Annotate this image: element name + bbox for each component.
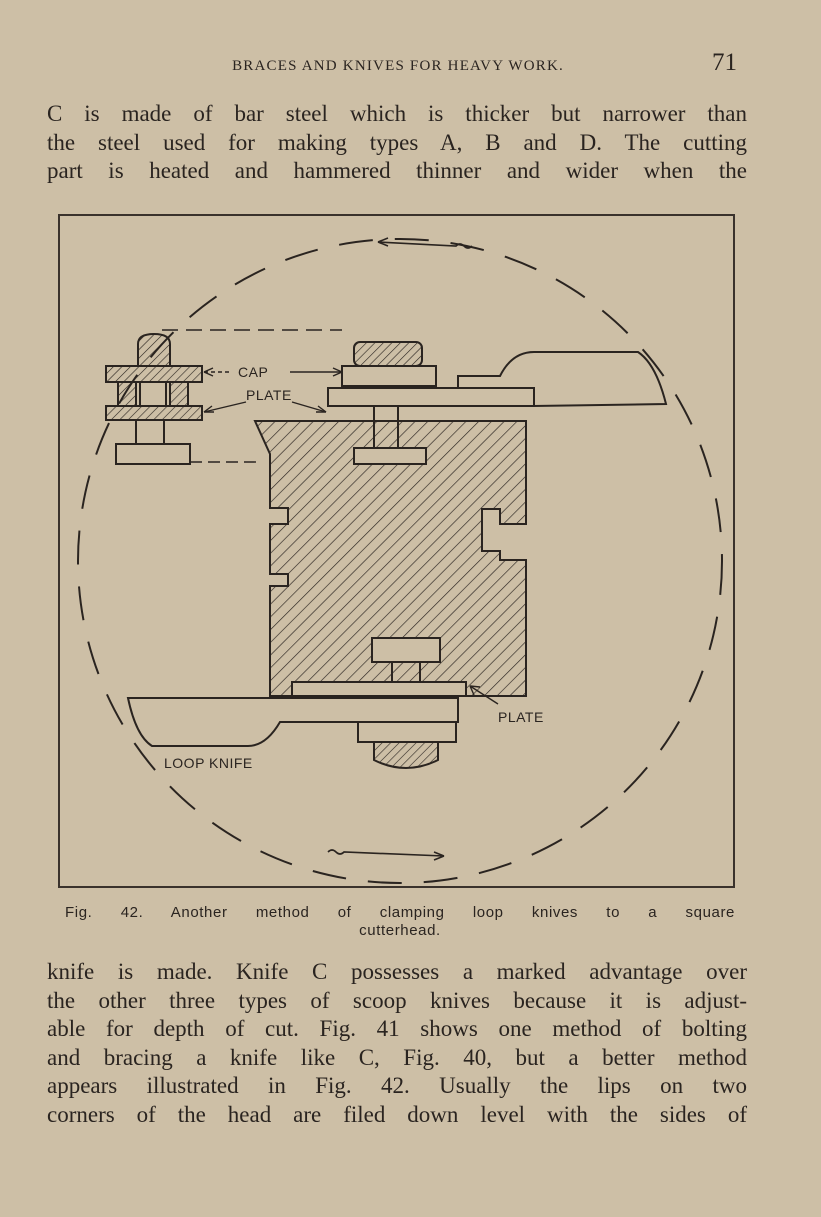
top-loop-knife <box>457 351 668 408</box>
text-line: part is heated and hammered thinner and … <box>47 158 747 183</box>
running-head: BRACES AND KNIVES FOR HEAVY WORK. <box>232 58 564 74</box>
rotation-arrow-top <box>377 237 473 249</box>
text-line: C is made of bar steel which is thicker … <box>47 101 747 126</box>
top-plate <box>327 387 535 407</box>
label-plate-top: PLATE <box>246 387 292 403</box>
page-number: 71 <box>712 49 737 76</box>
text-line: able for depth of cut. Fig. 41 shows one… <box>47 1016 747 1041</box>
label-loop-knife: LOOP KNIFE <box>164 755 253 771</box>
bottom-bolt-upper-nut <box>371 637 441 663</box>
text-line: the other three types of scoop knives be… <box>47 987 747 1013</box>
figure-42: CAP PLATE PLATE LOOP KNIFE <box>58 214 735 888</box>
top-nut <box>353 447 427 465</box>
caption-line: cutterhead. <box>359 922 441 939</box>
caption-line: Fig. 42. Another method of clamping loop… <box>65 904 735 921</box>
paragraph-bottom: knife is made. Knife C possesses a marke… <box>47 958 747 1129</box>
label-cap: CAP <box>238 364 268 380</box>
cutting-circle <box>77 238 723 884</box>
bottom-plate <box>291 681 467 697</box>
bottom-loop-knife <box>126 697 459 747</box>
label-plate-bottom: PLATE <box>498 709 544 725</box>
cutterhead-drawing: CAP PLATE PLATE LOOP KNIFE <box>77 237 723 884</box>
side-clamp-detail <box>105 332 203 465</box>
paragraph-top: C is made of bar steel which is thicker … <box>47 100 747 186</box>
text-line: the steel used for making types A, B and… <box>47 129 747 155</box>
text-line: appears illustrated in Fig. 42. Usually … <box>47 1073 747 1098</box>
figure-caption: Fig. 42. Another method of clamping loop… <box>65 904 735 940</box>
text-line: and bracing a knife like C, Fig. 40, but… <box>47 1044 747 1070</box>
leader-lines <box>162 329 499 705</box>
bottom-bolt-head <box>373 741 439 769</box>
top-cap-plate <box>341 365 437 387</box>
rotation-arrow-bottom <box>327 849 445 861</box>
text-line: corners of the head are filed down level… <box>47 1101 747 1127</box>
bottom-cap <box>357 721 457 743</box>
top-bolt-head <box>353 341 423 367</box>
text-line: knife is made. Knife C possesses a marke… <box>47 959 747 984</box>
